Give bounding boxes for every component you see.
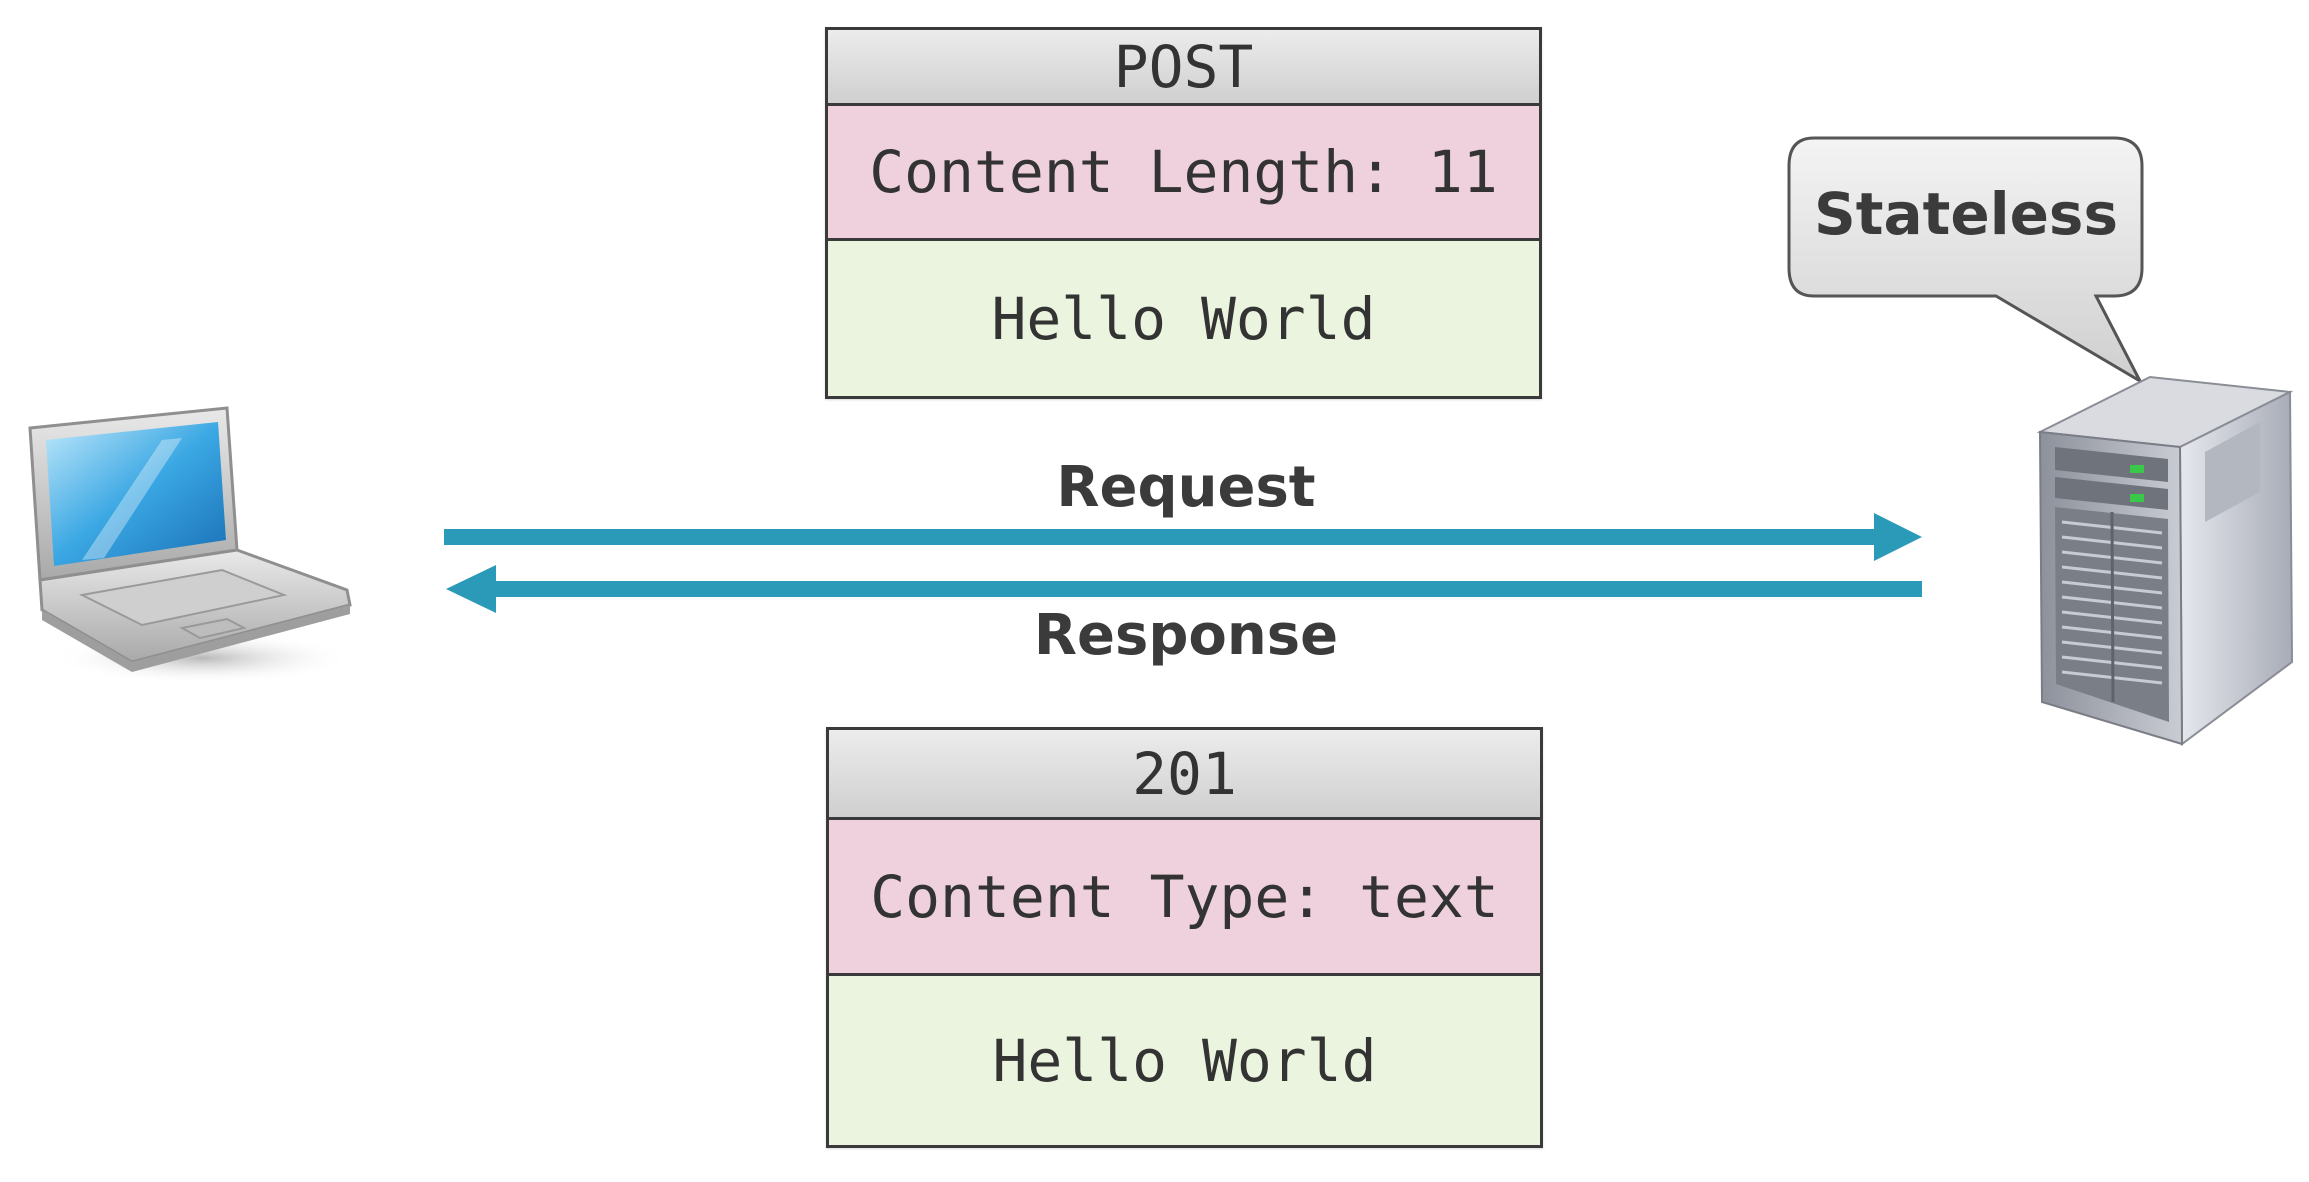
response-status: 201 <box>829 730 1540 820</box>
response-arrow <box>446 565 1922 613</box>
speech-bubble <box>1787 136 2144 385</box>
request-body: Hello World <box>828 241 1539 396</box>
response-body: Hello World <box>829 976 1540 1145</box>
laptop-icon <box>28 406 352 684</box>
response-header-field: Content Type: text <box>829 820 1540 976</box>
response-message-box: 201 Content Type: text Hello World <box>826 727 1543 1148</box>
request-label: Request <box>1056 455 1316 520</box>
request-message-box: POST Content Length: 11 Hello World <box>825 27 1542 399</box>
stateless-note: Stateless <box>1814 180 2118 248</box>
request-arrow <box>444 513 1922 561</box>
request-method: POST <box>828 30 1539 106</box>
server-tower-icon <box>2036 375 2294 746</box>
response-label: Response <box>1033 603 1339 668</box>
request-header-field: Content Length: 11 <box>828 106 1539 241</box>
